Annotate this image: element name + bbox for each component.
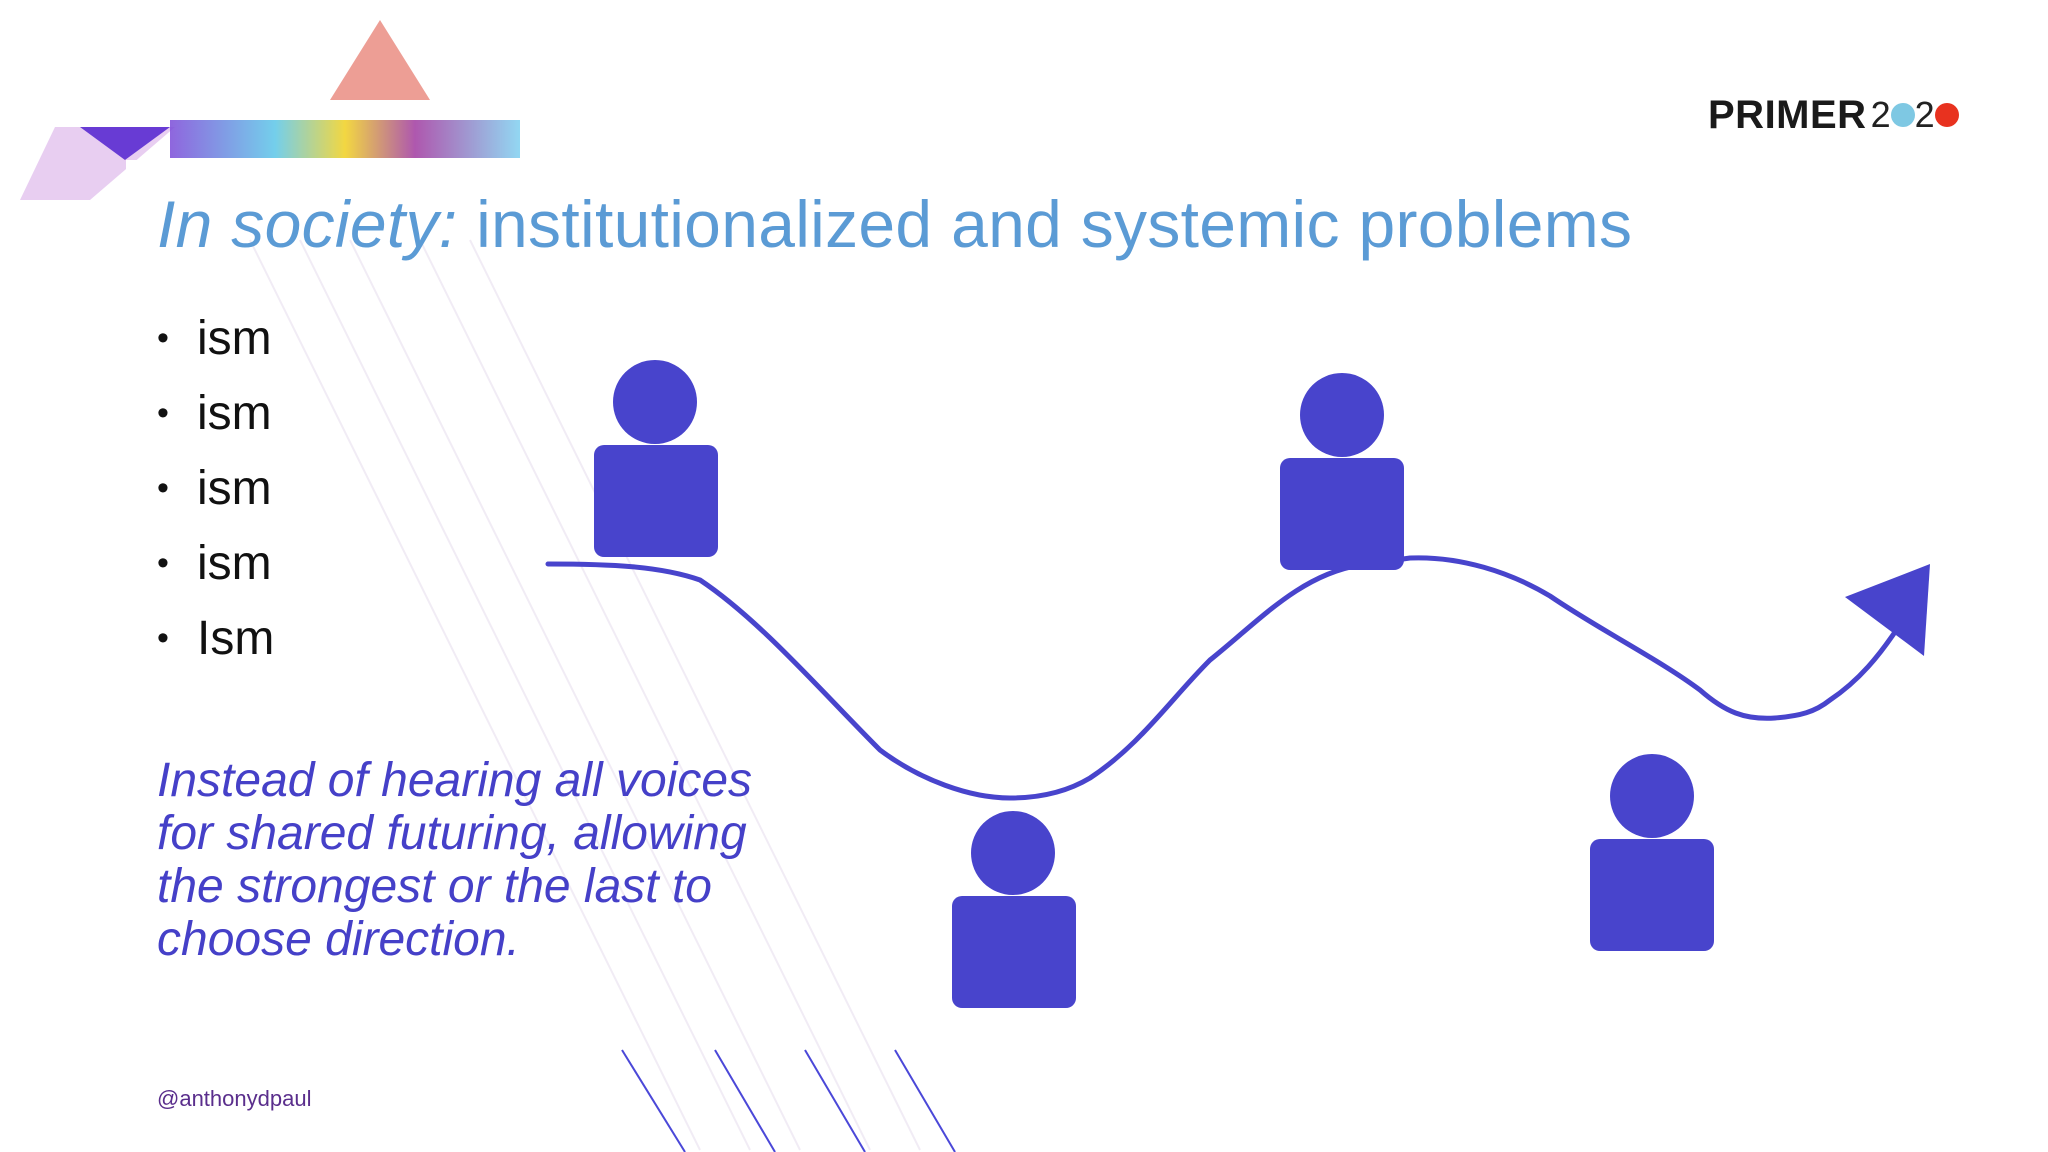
- author-handle: @anthonydpaul: [157, 1086, 312, 1111]
- person-icon: [1590, 754, 1714, 951]
- bullet-text: ism: [197, 462, 272, 515]
- bullet-icon: •: [157, 469, 169, 507]
- bullet-item: • ism: [157, 308, 274, 383]
- logo-dot-icon: [1890, 103, 1915, 127]
- person-icon: [952, 811, 1076, 1008]
- bullet-list: • ism • ism • ism • ism • Ism: [157, 308, 274, 683]
- quote-line: for shared futuring, allowing: [157, 807, 747, 860]
- logo-dot-icon: [1934, 103, 1959, 127]
- bullet-icon: •: [157, 319, 169, 357]
- person-icon: [594, 360, 718, 557]
- diagonal-lines: [249, 239, 921, 1151]
- bullet-text: ism: [197, 537, 272, 590]
- triangle-shape: [330, 20, 430, 100]
- triangle-shape: [80, 127, 170, 160]
- arrow-head-icon: [1845, 564, 1930, 656]
- bullet-item: • Ism: [157, 608, 274, 683]
- title-lead: In society:: [157, 187, 458, 261]
- bullet-icon: •: [157, 619, 169, 657]
- person-icon: [1280, 373, 1404, 570]
- color-band: [170, 120, 520, 158]
- wavy-path: [545, 555, 1898, 801]
- quote-line: the strongest or the last to: [157, 860, 712, 913]
- bullet-icon: •: [157, 544, 169, 582]
- bullet-icon: •: [157, 394, 169, 432]
- title-rest: institutionalized and systemic problems: [457, 187, 1633, 261]
- quote-line: Instead of hearing all voices: [157, 754, 753, 807]
- diagonal-accent-lines: [621, 1049, 956, 1152]
- logo-year-digit: 2: [1914, 94, 1935, 135]
- primer-logo: PRIMER 2 2: [1708, 90, 1959, 140]
- quote-text: Instead of hearing all voices for shared…: [157, 754, 877, 966]
- bullet-text: Ism: [197, 612, 275, 665]
- bullet-item: • ism: [157, 458, 274, 533]
- logo-year-digit: 2: [1870, 94, 1891, 135]
- logo-word: PRIMER: [1708, 92, 1867, 137]
- slide-title: In society: institutionalized and system…: [157, 186, 1632, 262]
- bullet-item: • ism: [157, 383, 274, 458]
- bullet-text: ism: [197, 387, 272, 440]
- bullet-text: ism: [197, 312, 272, 365]
- quote-line: choose direction.: [157, 913, 520, 966]
- bullet-item: • ism: [157, 533, 274, 608]
